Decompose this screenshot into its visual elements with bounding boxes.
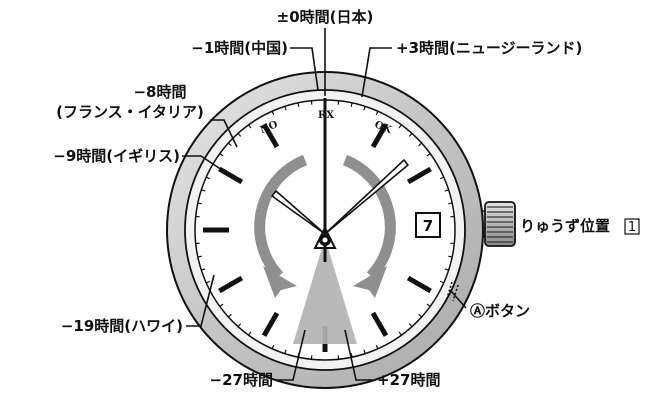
hour-hand [271, 190, 326, 235]
minute-tick [271, 344, 275, 350]
minute-tick [350, 102, 353, 107]
minute-tick [227, 142, 232, 147]
minute-tick [219, 303, 224, 307]
rotate-left-arrowhead [263, 266, 297, 298]
minute-tick [205, 176, 211, 180]
minute-tick [363, 106, 366, 111]
hour-marker [406, 166, 432, 185]
hour-marker [370, 123, 389, 149]
label-top-japan: ±0時間(日本) [277, 8, 374, 26]
minute-tick [448, 202, 453, 205]
minute-tick [426, 303, 431, 307]
minute-tick [284, 106, 287, 111]
minute-tick [444, 189, 449, 192]
hour-marker [406, 275, 432, 294]
rotate-right-arrow [342, 154, 396, 280]
minute-tick [271, 110, 275, 116]
hour-marker [261, 123, 280, 149]
minute-tick [408, 323, 413, 328]
minute-tick [201, 268, 206, 271]
minute-tick [418, 142, 423, 147]
label-plus3-nz: +3時間(ニュージーランド) [396, 39, 582, 57]
watch-hands [271, 98, 409, 262]
label-minus1-china: −1時間(中国) [191, 39, 288, 57]
minute-tick [426, 153, 431, 157]
label-minus8-line1: −8時間 [133, 83, 186, 101]
minute-tick [408, 132, 413, 137]
minute-tick [418, 313, 423, 318]
hour-marker [370, 311, 389, 337]
minute-tick [237, 323, 242, 328]
crown[interactable] [470, 201, 516, 247]
hour-marker [218, 275, 244, 294]
label-minus27: −27時間 [210, 371, 273, 389]
minute-tick [248, 331, 252, 336]
rotate-right-arrowhead [353, 266, 387, 298]
minute-tick [375, 344, 379, 350]
minute-tick [197, 202, 202, 205]
minute-tick [439, 280, 445, 284]
minute-tick [350, 353, 353, 358]
minute-tick [297, 102, 300, 107]
minute-tick [398, 124, 402, 129]
minute-tick [448, 255, 453, 258]
minute-tick [444, 268, 449, 271]
minute-track [195, 100, 455, 360]
minute-tick [227, 313, 232, 318]
rotation-arrows [254, 154, 396, 298]
crown-position-number: 1 [624, 218, 640, 235]
minute-tick [219, 153, 224, 157]
minute-tick [375, 110, 379, 116]
minute-tick [284, 349, 287, 354]
date-value: 7 [423, 217, 433, 235]
minute-tick [439, 176, 445, 180]
date-window: 7 [415, 212, 441, 238]
minute-tick [201, 189, 206, 192]
rotate-left-arrow [254, 154, 308, 280]
label-minus8-line2: (フランス・イタリア) [56, 103, 204, 121]
minute-tick [205, 280, 211, 284]
minute-tick [398, 331, 402, 336]
minute-tick [197, 255, 202, 258]
label-minus19-hawaii: −19時間(ハワイ) [61, 317, 183, 335]
label-a-button: Ⓐボタン [470, 302, 530, 320]
label-plus27: +27時間 [377, 371, 440, 389]
minute-tick [237, 132, 242, 137]
label-minus9-uk: −9時間(イギリス) [53, 147, 180, 165]
minute-hand [324, 159, 409, 235]
crown-position-number-text: 1 [628, 220, 636, 235]
minute-tick [363, 349, 366, 354]
label-crown-position: りゅうず位置 [520, 217, 610, 235]
minute-tick [248, 124, 252, 129]
hour-marker [218, 166, 244, 185]
hour-marker [261, 311, 280, 337]
a-button-indicator[interactable] [446, 281, 467, 309]
leader-lines [182, 28, 392, 381]
hour-markers [203, 123, 432, 352]
shaded-range [293, 238, 357, 344]
